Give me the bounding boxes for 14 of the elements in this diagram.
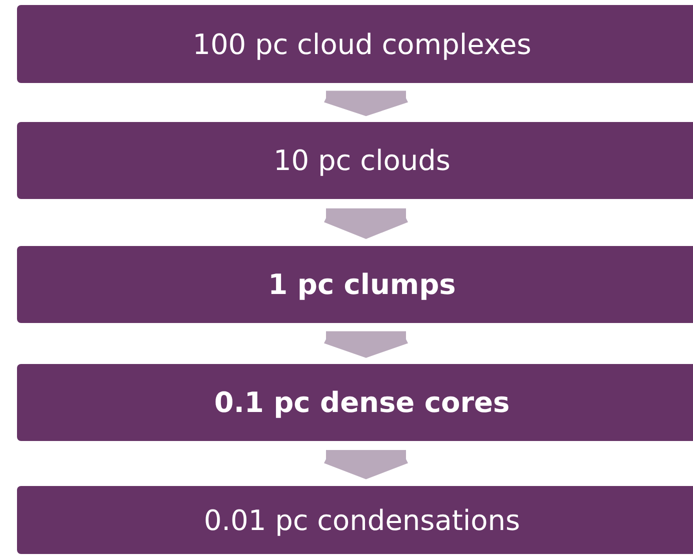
process-box	[17, 486, 693, 554]
box-label: 1 pc clumps	[268, 268, 456, 301]
box-label: 0.01 pc condensations	[204, 504, 520, 536]
arrow	[324, 331, 408, 358]
process-box	[17, 364, 693, 441]
box-label: 100 pc cloud complexes	[192, 28, 532, 60]
arrow	[324, 208, 408, 239]
process-box	[17, 5, 693, 83]
process-box	[17, 246, 693, 323]
box-label: 0.1 pc dense cores	[214, 386, 510, 419]
process-box	[17, 122, 693, 199]
arrow	[324, 90, 408, 116]
arrow	[324, 450, 408, 480]
box-label: 10 pc clouds	[273, 144, 450, 177]
